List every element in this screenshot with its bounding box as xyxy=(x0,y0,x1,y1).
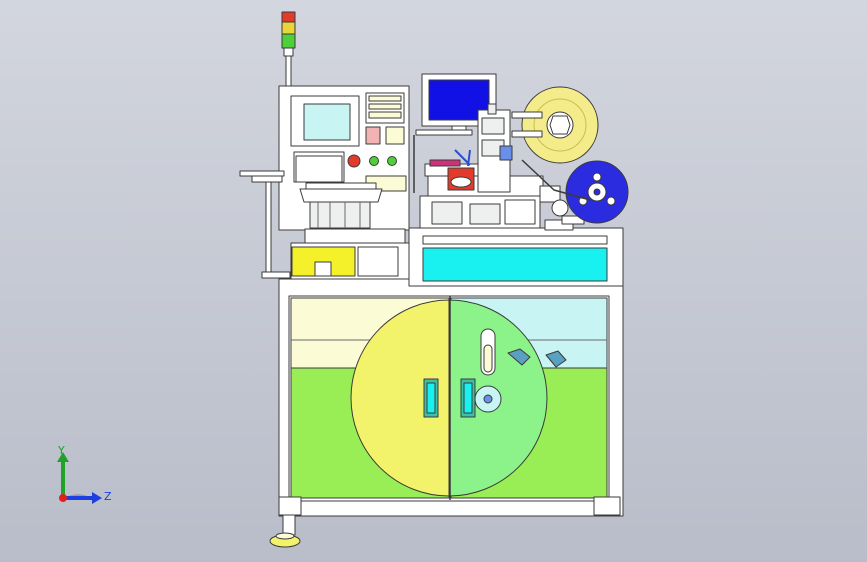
y-axis-head xyxy=(57,452,69,462)
supply-reel xyxy=(511,86,599,164)
z-axis-head xyxy=(92,492,102,504)
signal-tower xyxy=(281,11,296,87)
panel-indicator xyxy=(365,126,381,145)
labeling-head xyxy=(419,103,585,231)
side-arm xyxy=(239,170,291,279)
x-axis-dot xyxy=(59,494,67,502)
large-rotary-disc xyxy=(350,296,567,500)
rewind-reel xyxy=(551,160,629,224)
hmi-screen xyxy=(303,103,351,141)
control-cabinet xyxy=(278,85,410,231)
monitor xyxy=(413,73,497,193)
z-axis-label: Z xyxy=(104,490,112,503)
emergency-stop-button xyxy=(347,154,361,168)
orientation-triad[interactable]: Y Z xyxy=(40,440,140,520)
y-axis-label: Y xyxy=(57,444,65,457)
cyan-panel xyxy=(422,247,608,282)
